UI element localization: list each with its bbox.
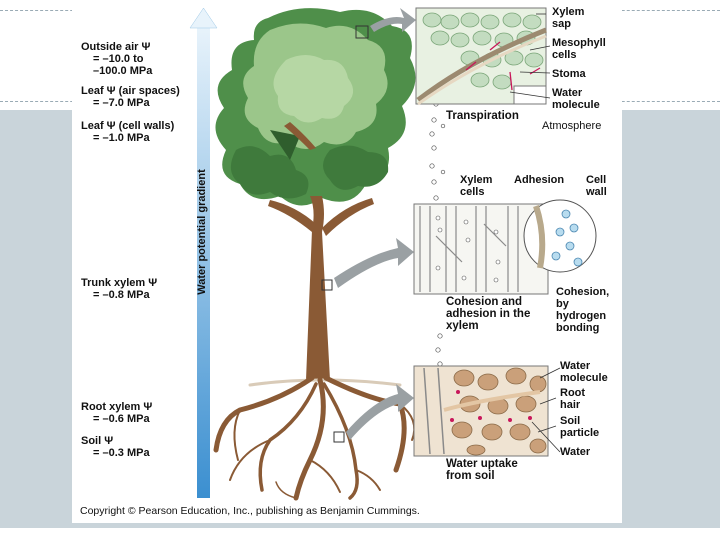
trunk-xylem-label: Trunk xylem Ψ = –0.8 MPa	[81, 277, 158, 301]
magnify-markers	[321, 25, 369, 443]
cohesion-label: Cohesion, by hydrogen bonding	[556, 286, 610, 334]
gradient-axis-label: Water potential gradient	[196, 169, 208, 295]
root-xylem-label: Root xylem Ψ = –0.6 MPa	[81, 401, 153, 425]
water-molecule-soil-label: Water molecule	[560, 360, 608, 384]
tree-trunk	[268, 122, 374, 380]
xylem-cells-label: Xylem cells	[460, 174, 493, 198]
cohesion-adhesion-title: Cohesion and adhesion in the xylem	[446, 296, 531, 332]
xylem-sap-label: Xylem sap	[552, 6, 585, 30]
label-leader-lines	[509, 13, 561, 453]
soil-particle-label: Soil particle	[560, 415, 600, 439]
cohesion-panel	[413, 199, 597, 295]
leaf-air-spaces-label: Leaf Ψ (air spaces) = –7.0 MPa	[81, 85, 180, 109]
transpiration-panel	[415, 7, 547, 106]
magnify-arrows	[334, 8, 416, 440]
transpiration-title: Transpiration	[446, 110, 519, 122]
water-molecule-label: Water molecule	[552, 87, 600, 111]
water-potential-gradient-arrow	[189, 7, 218, 498]
atmosphere-label: Atmosphere	[542, 120, 602, 132]
stoma-label: Stoma	[552, 68, 586, 80]
roots	[213, 375, 416, 501]
soil-panel	[413, 365, 549, 457]
root-hair-label: Root hair	[560, 387, 586, 411]
cell-wall-label: Cell wall	[586, 174, 607, 198]
adhesion-label: Adhesion	[514, 174, 565, 186]
mesophyll-cells-label: Mesophyll cells	[552, 37, 606, 61]
soil-label: Soil Ψ = –0.3 MPa	[81, 435, 150, 459]
tree-crown	[215, 8, 416, 206]
water-label: Water	[560, 446, 591, 458]
leaf-cell-walls-label: Leaf Ψ (cell walls) = –1.0 MPa	[81, 120, 175, 144]
copyright-text: Copyright © Pearson Education, Inc., pub…	[80, 505, 420, 517]
water-uptake-title: Water uptake from soil	[446, 458, 518, 482]
water-pathway-dots	[429, 101, 446, 367]
outside-air-label: Outside air Ψ = –10.0 to –100.0 MPa	[81, 41, 153, 77]
